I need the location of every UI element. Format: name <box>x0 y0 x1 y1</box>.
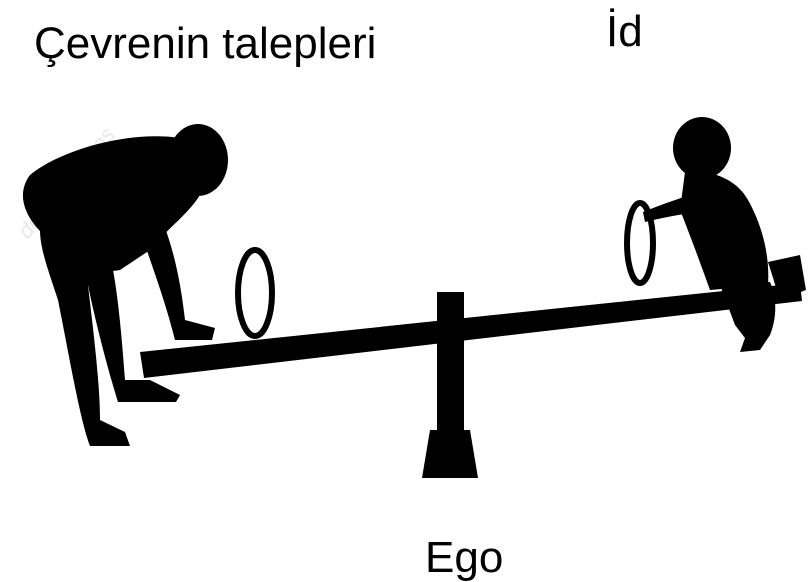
child-arm <box>643 195 700 222</box>
id-label: İd <box>606 7 643 56</box>
child-torso <box>680 170 769 290</box>
adult-arm <box>138 195 215 340</box>
child-head <box>673 117 731 179</box>
left-handle-ring <box>235 247 275 339</box>
adult-silhouette <box>22 124 228 446</box>
ego-label: Ego <box>425 533 504 582</box>
child-silhouette <box>643 117 806 352</box>
seesaw-board <box>140 283 802 378</box>
fulcrum-post <box>437 292 464 434</box>
environment-demands-label: Çevrenin talepleri <box>34 19 377 68</box>
adult-front-leg <box>60 240 180 402</box>
child-legs <box>720 282 776 352</box>
seesaw-fulcrum <box>422 292 478 478</box>
fulcrum-base <box>422 430 478 478</box>
child-back <box>768 255 806 300</box>
adult-back-leg <box>40 230 130 446</box>
right-handle-ring <box>624 200 656 286</box>
